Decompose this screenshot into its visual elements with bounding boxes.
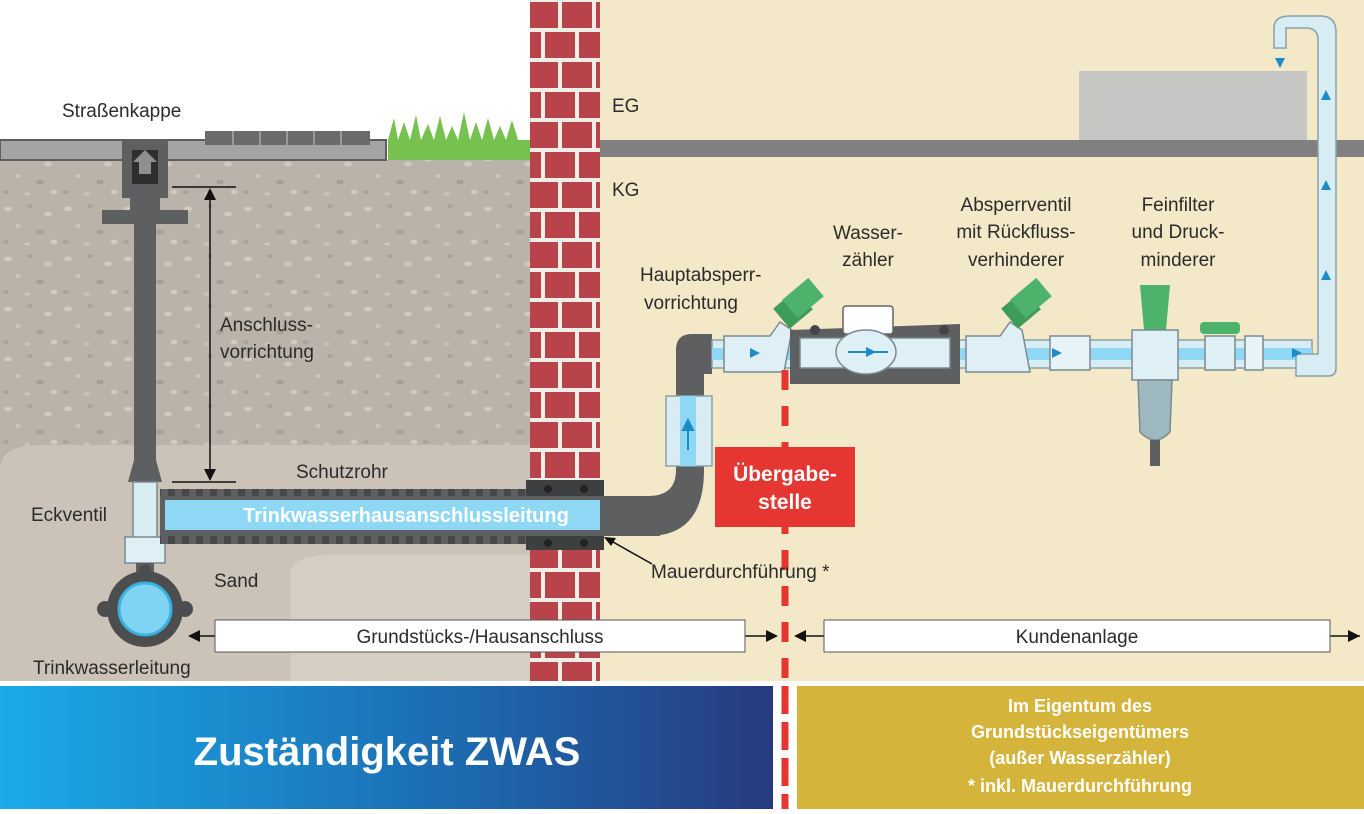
protective-pipe-label: Schutzrohr [296,462,389,483]
connector-label-1: Anschluss- [220,315,313,336]
footer-right-line-3: (außer Wasserzähler) [989,748,1170,768]
sky [0,0,530,140]
footer-divider [0,681,1364,686]
footer-right-line-4: * inkl. Mauerdurchführung [968,776,1192,796]
arrow-down [204,469,216,481]
connection-rod [134,222,156,462]
wall-passage-outer [526,480,604,496]
main-pipe-water [165,500,645,530]
range-left-label: Grundstücks-/Hausanschluss [356,627,603,648]
footer-right-line-2: Grundstückseigentümers [971,722,1189,742]
meter-label-2: zähler [842,250,894,271]
water-meter [790,305,960,384]
sand-label: Sand [214,571,258,592]
filter-label-2: und Druck- [1132,222,1225,243]
corner-valve [124,481,166,577]
footer-right [797,686,1364,809]
main-shutoff-label-1: Hauptabsperr- [640,265,761,286]
check-valve-label-2: mit Rückfluss- [956,222,1075,243]
connector-dimension-line [172,186,236,483]
wall-passage-pointer [605,537,653,565]
main-pipe-label: Trinkwasserhausanschlussleitung [243,505,569,527]
street-cap [102,140,188,224]
ground-floor-box [1079,71,1307,140]
filter-label-3: minderer [1141,250,1217,271]
floor-eg-label: EG [612,96,639,117]
check-valve-label-3: verhinderer [968,250,1065,271]
water-main-label: Trinkwasserleitung [33,658,191,679]
main-shutoff-label-2: vorrichtung [644,293,738,314]
arrow-up [204,188,216,200]
range-left: Grundstücks-/Hausanschluss [188,619,778,653]
wall-passage-lower [526,536,604,550]
filter-pressure-reducer [1131,285,1264,466]
upper-riser [1273,15,1337,377]
filter-label-1: Feinfilter [1142,195,1216,216]
footer-left-title: Zuständigkeit ZWAS [194,730,581,774]
meter-label-1: Wasser- [833,223,903,244]
water-main-pipe [97,564,193,647]
handover-box [715,447,855,527]
corner-valve-label: Eckventil [31,505,107,526]
rod-foot [128,460,162,482]
check-valve-label-1: Absperrventil [961,195,1072,216]
floor-slab [600,140,1364,157]
main-shutoff-valve [723,277,824,373]
connector-label-2: vorrichtung [220,342,314,363]
handover-label-1: Übergabe- [733,463,837,486]
handover-label-2: stelle [758,491,812,514]
footer-right-line-1: Im Eigentum des [1008,696,1152,716]
street-cap-label: Straßenkappe [62,101,181,122]
range-right: Kundenanlage [794,619,1360,653]
check-valve [965,277,1091,373]
grass [388,112,530,160]
range-right-label: Kundenanlage [1016,627,1139,648]
brick-wall [530,0,600,685]
wall-passage-label: Mauerdurchführung * [651,562,830,583]
floor-kg-label: KG [612,180,639,201]
footer-left [0,686,773,809]
riser-elbow [600,334,712,536]
